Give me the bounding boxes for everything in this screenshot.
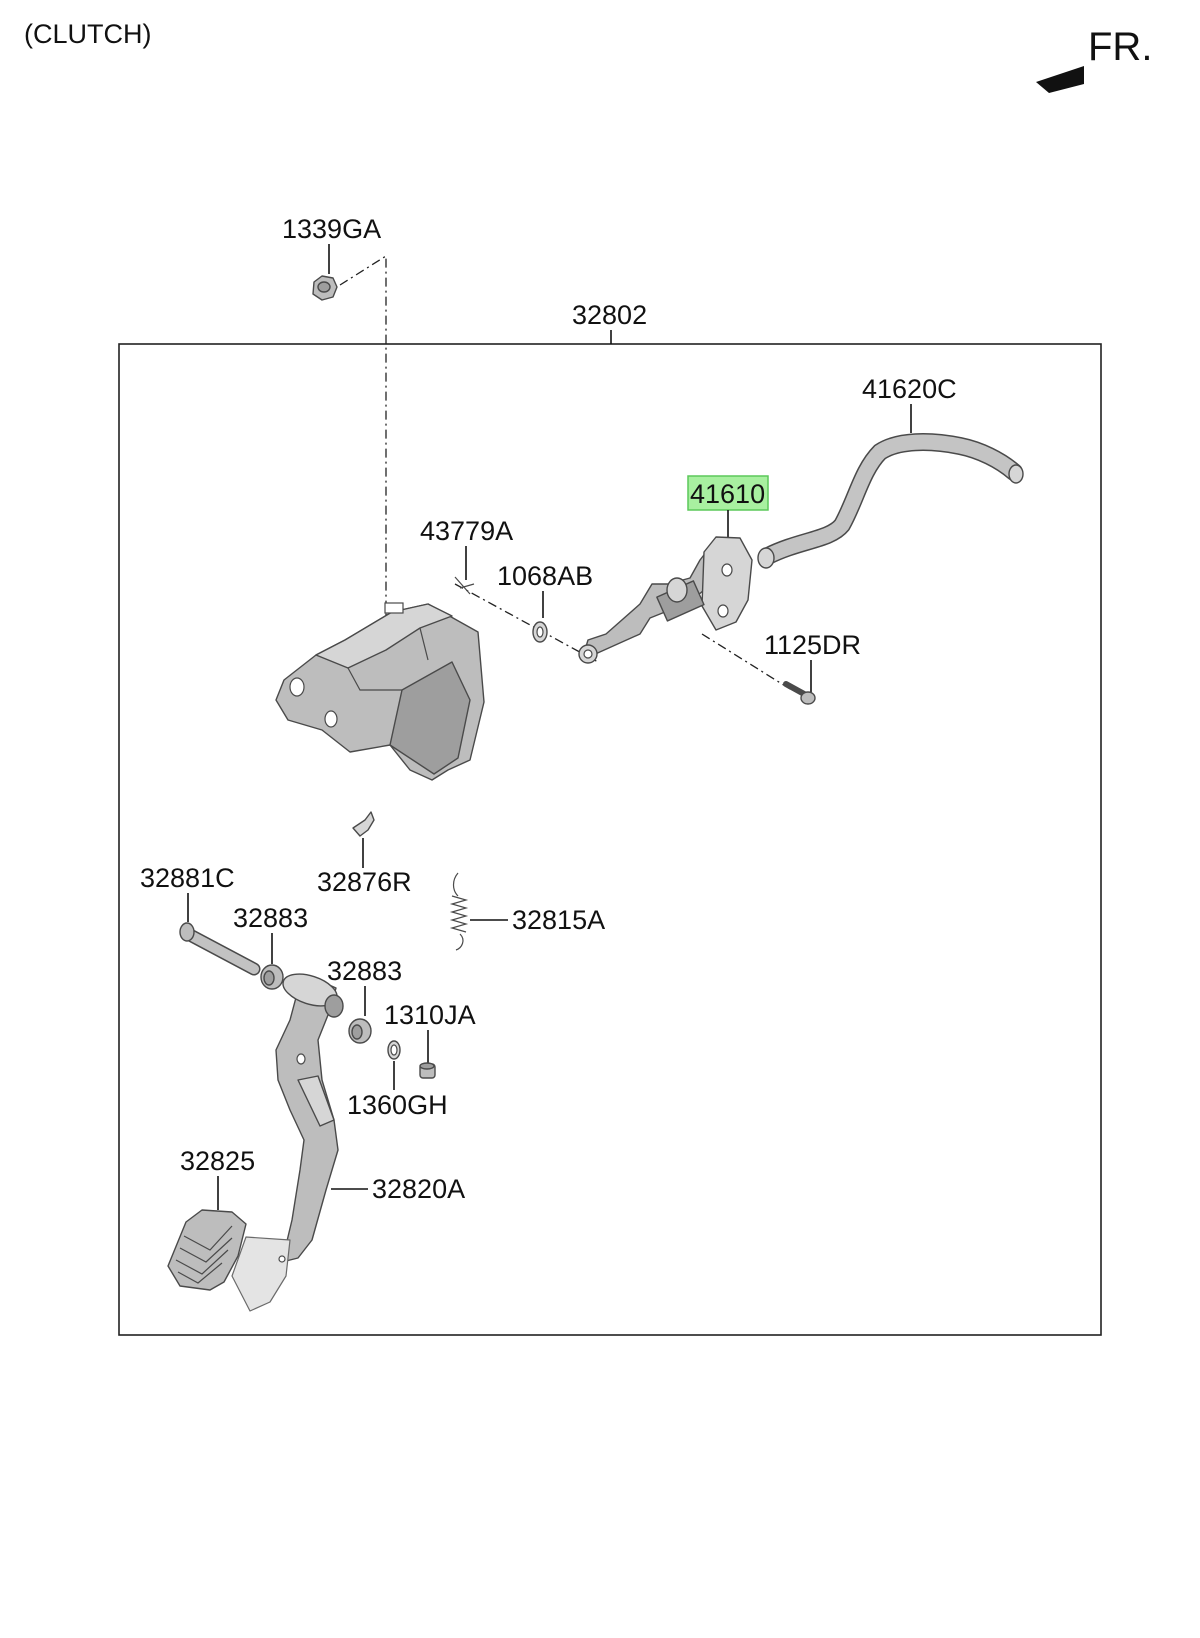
pivot-bolt-head xyxy=(179,922,195,942)
pin-head xyxy=(459,583,475,589)
washer-part[interactable] xyxy=(387,1040,401,1060)
return-spring-part[interactable] xyxy=(449,872,469,951)
flange-hole xyxy=(717,604,729,618)
callout-label-32876R[interactable]: 32876R xyxy=(317,867,412,897)
callout-label-41610[interactable]: 41610 xyxy=(690,479,765,509)
pedal-bracket-part[interactable] xyxy=(275,602,485,781)
callout-1125DR[interactable]: 1125DR xyxy=(764,630,861,694)
hose-body xyxy=(760,434,1022,564)
pedal-pad-body xyxy=(167,1209,247,1291)
front-direction-indicator: FR. xyxy=(1036,25,1152,93)
front-direction-label: FR. xyxy=(1088,25,1152,69)
callout-32820A[interactable]: 32820A xyxy=(331,1174,465,1204)
bracket-hole xyxy=(324,710,338,728)
bracket-edge xyxy=(419,627,429,661)
pin-shaft xyxy=(454,576,471,595)
spring-hook-top xyxy=(452,872,459,897)
bracket-slot xyxy=(384,602,404,614)
bushing-hole xyxy=(351,1024,363,1040)
callout-label-32820A[interactable]: 32820A xyxy=(372,1174,465,1204)
bracket-edge xyxy=(347,667,402,691)
cylinder-inlet xyxy=(666,577,688,603)
washer-hole xyxy=(390,1044,398,1056)
callout-label-1310JA[interactable]: 1310JA xyxy=(384,1000,476,1030)
front-arrow-icon xyxy=(1036,66,1084,93)
callout-32876R[interactable]: 32876R xyxy=(317,838,412,897)
flange-hole xyxy=(721,563,733,577)
callout-1360GH[interactable]: 1360GH xyxy=(347,1061,448,1120)
pad-groove xyxy=(175,1249,229,1275)
bushing-part-a[interactable] xyxy=(260,964,284,990)
diagram-title: (CLUTCH) xyxy=(24,19,152,49)
callout-label-1068AB[interactable]: 1068AB xyxy=(497,561,593,591)
callout-1339GA[interactable]: 1339GA xyxy=(282,214,381,274)
cylinder-flange xyxy=(701,536,753,631)
clutch-pedal-arm-part[interactable] xyxy=(231,968,344,1312)
callout-label-1339GA[interactable]: 1339GA xyxy=(282,214,381,244)
bushing-hole xyxy=(263,970,275,986)
callout-label-32815A[interactable]: 32815A xyxy=(512,905,605,935)
lock-nut-part[interactable] xyxy=(419,1062,436,1079)
spring-coil xyxy=(449,895,469,933)
pedal-foot-plate xyxy=(231,1236,291,1312)
callout-1068AB[interactable]: 1068AB xyxy=(497,561,593,618)
bolt-guide-line xyxy=(701,633,791,690)
stopper-clip xyxy=(352,811,375,837)
callout-label-32802[interactable]: 32802 xyxy=(572,300,647,330)
clutch-hose-part[interactable] xyxy=(757,433,1024,569)
mounting-bolt-part[interactable] xyxy=(783,681,816,705)
pedal-pad-part[interactable] xyxy=(167,1209,247,1291)
callout-41620C[interactable]: 41620C xyxy=(862,374,957,433)
callout-label-32883-a[interactable]: 32883 xyxy=(233,903,308,933)
assembly-frame xyxy=(118,343,1102,1336)
assembly-guide-lines xyxy=(339,254,791,711)
callout-label-1125DR[interactable]: 1125DR xyxy=(764,630,861,660)
pad-groove xyxy=(183,1225,233,1251)
clip-hole xyxy=(536,626,544,638)
pedal-arm-hole xyxy=(296,1053,306,1065)
pivot-bolt-part[interactable] xyxy=(179,922,261,976)
callout-41610[interactable]: 41610 xyxy=(687,475,769,540)
lock-nut-top xyxy=(419,1062,435,1070)
pad-groove xyxy=(179,1237,233,1263)
callout-32802[interactable]: 32802 xyxy=(572,300,647,344)
hose-end xyxy=(757,547,775,569)
callout-32825[interactable]: 32825 xyxy=(180,1146,255,1210)
callout-label-32883-b[interactable]: 32883 xyxy=(327,956,402,986)
callout-32883-b[interactable]: 32883 xyxy=(327,956,402,1016)
callout-label-32825[interactable]: 32825 xyxy=(180,1146,255,1176)
pad-groove xyxy=(177,1262,223,1284)
callout-1310JA[interactable]: 1310JA xyxy=(384,1000,476,1063)
bushing-part-b[interactable] xyxy=(348,1018,372,1044)
callout-32815A[interactable]: 32815A xyxy=(470,905,605,935)
pedal-arm-face xyxy=(297,1075,335,1127)
pedal-stopper-clip-part[interactable] xyxy=(352,811,375,837)
callout-label-1360GH[interactable]: 1360GH xyxy=(347,1090,448,1120)
pivot-bolt-shaft xyxy=(185,930,259,974)
callout-32883-a[interactable]: 32883 xyxy=(233,903,308,964)
hose-end xyxy=(1008,464,1024,484)
foot-plate-hole xyxy=(278,1255,286,1263)
clutch-master-cylinder-part[interactable] xyxy=(578,536,753,664)
pin-guide-line xyxy=(454,583,599,663)
highlight-box xyxy=(687,475,769,511)
bracket-top xyxy=(315,603,453,669)
pivot-sleeve-end xyxy=(324,994,344,1018)
callout-43779A[interactable]: 43779A xyxy=(420,516,513,580)
callout-label-32881C[interactable]: 32881C xyxy=(140,863,235,893)
flange-nut-part[interactable] xyxy=(312,275,338,301)
clevis-pin-part[interactable] xyxy=(454,576,475,595)
bolt-head xyxy=(800,691,816,705)
nut-guide-line xyxy=(339,254,481,711)
callout-32881C[interactable]: 32881C xyxy=(140,863,235,922)
clevis-hole xyxy=(583,649,593,659)
retaining-clip-part[interactable] xyxy=(532,621,548,643)
callout-label-41620C[interactable]: 41620C xyxy=(862,374,957,404)
bracket-hole xyxy=(289,677,305,697)
callout-label-43779A[interactable]: 43779A xyxy=(420,516,513,546)
spring-hook-bottom xyxy=(455,933,464,951)
nut-hole xyxy=(317,281,331,293)
